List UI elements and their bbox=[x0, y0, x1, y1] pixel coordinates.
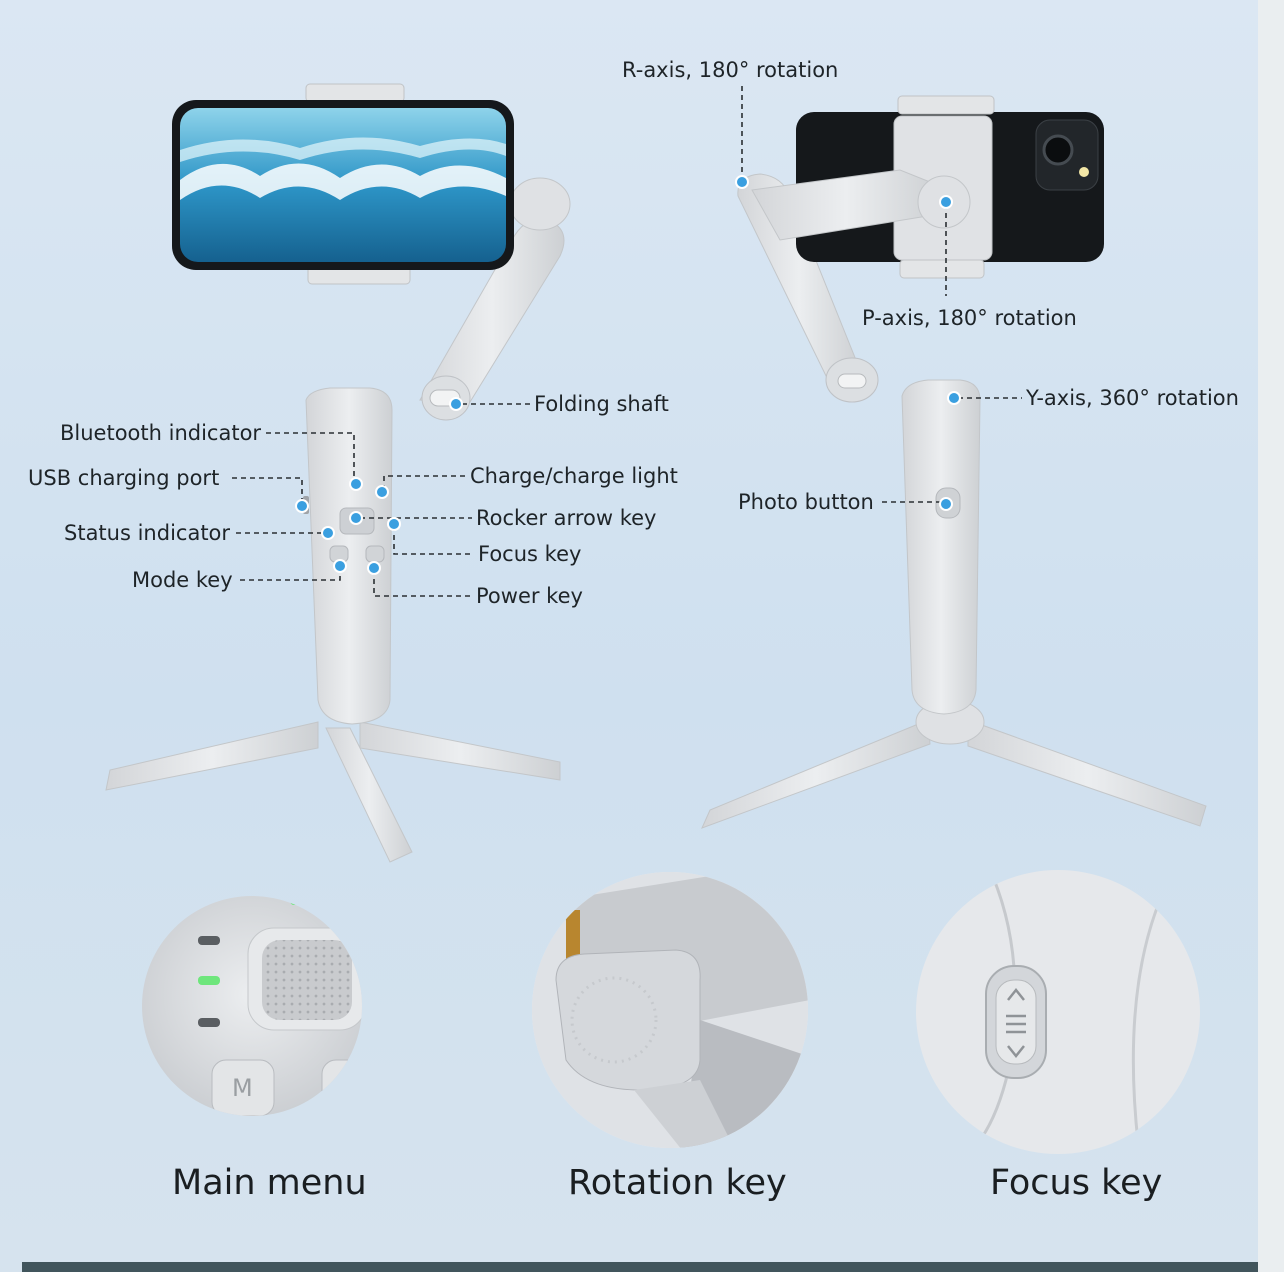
marker-charge-light bbox=[375, 485, 389, 499]
marker-rocker bbox=[349, 511, 363, 525]
back-gimbal bbox=[701, 95, 1207, 829]
front-gimbal bbox=[105, 83, 571, 863]
caption-rotation-key: Rotation key bbox=[568, 1163, 787, 1203]
label-y-axis: Y-axis, 360° rotation bbox=[1026, 386, 1239, 410]
label-power-key: Power key bbox=[476, 584, 583, 608]
focus-key-detail bbox=[916, 870, 1200, 1154]
frame-border-right bbox=[1258, 0, 1284, 1272]
label-mode-key: Mode key bbox=[132, 568, 233, 592]
caption-main-menu: Main menu bbox=[172, 1163, 367, 1203]
label-rocker-arrow-key: Rocker arrow key bbox=[476, 506, 657, 530]
label-usb-charging-port: USB charging port bbox=[28, 466, 220, 490]
caption-focus-key: Focus key bbox=[990, 1163, 1163, 1203]
label-focus-key: Focus key bbox=[478, 542, 582, 566]
mode-key-glyph: M bbox=[232, 1074, 253, 1102]
main-menu-detail bbox=[142, 896, 362, 1116]
marker-r-axis bbox=[735, 175, 749, 189]
marker-p-axis bbox=[939, 195, 953, 209]
label-p-axis: P-axis, 180° rotation bbox=[862, 306, 1077, 330]
marker-photo-button bbox=[939, 497, 953, 511]
marker-mode-key bbox=[333, 559, 347, 573]
marker-folding-shaft bbox=[449, 397, 463, 411]
label-folding-shaft: Folding shaft bbox=[534, 392, 669, 416]
marker-power-key bbox=[367, 561, 381, 575]
frame-border-bottom bbox=[22, 1262, 1258, 1272]
label-status-indicator: Status indicator bbox=[64, 521, 231, 545]
marker-bluetooth bbox=[349, 477, 363, 491]
label-bluetooth-indicator: Bluetooth indicator bbox=[60, 421, 262, 445]
marker-y-axis bbox=[947, 391, 961, 405]
callout-markers bbox=[295, 175, 961, 575]
marker-focus-key bbox=[387, 517, 401, 531]
label-r-axis: R-axis, 180° rotation bbox=[622, 58, 839, 82]
marker-status-indicator bbox=[321, 526, 335, 540]
marker-usb-port bbox=[295, 499, 309, 513]
label-charge-light: Charge/charge light bbox=[470, 464, 678, 488]
rotation-key-detail bbox=[532, 872, 808, 1148]
label-photo-button: Photo button bbox=[738, 490, 874, 514]
